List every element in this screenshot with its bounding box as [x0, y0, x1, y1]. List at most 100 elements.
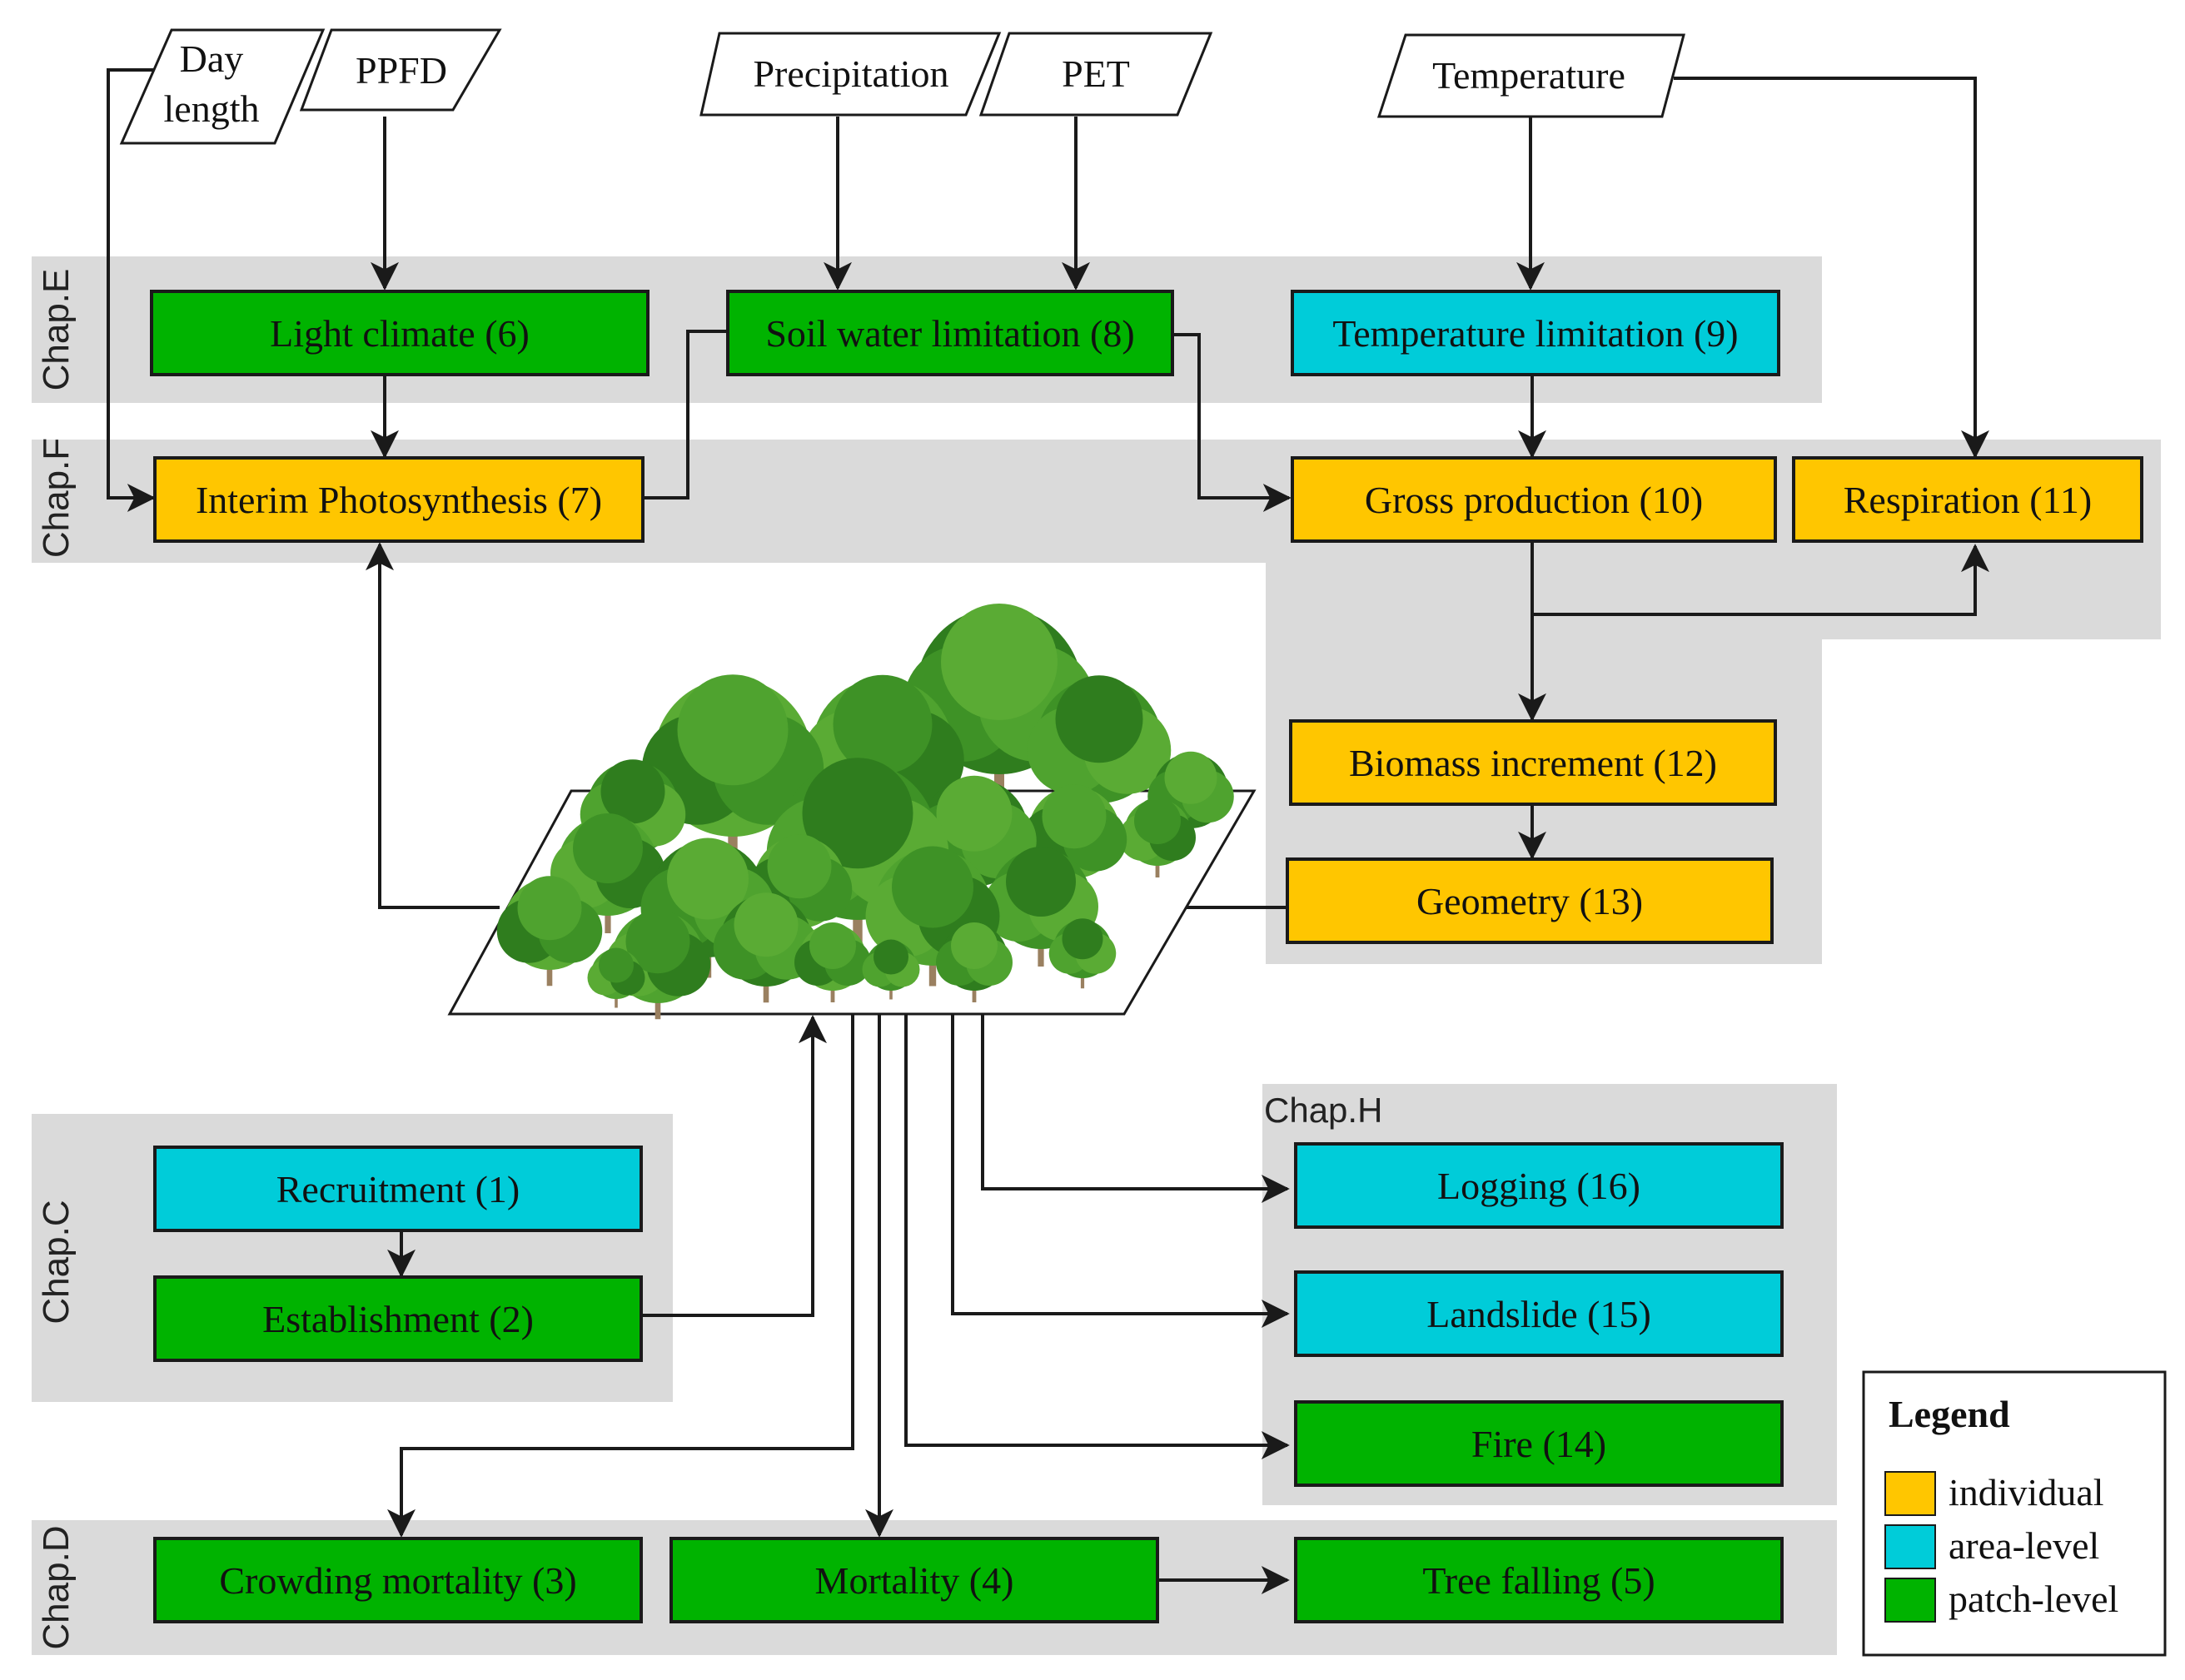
legend-swatch-individual	[1884, 1471, 1936, 1516]
arrow-forest-to-crowding	[387, 1014, 854, 1538]
arrow-daylength-to-photo	[107, 68, 157, 512]
chap-e-label: Chap.E	[36, 269, 77, 391]
arrow-forest-to-photo	[366, 542, 500, 909]
box-respiration	[1792, 456, 2143, 543]
tree-crown	[1055, 675, 1143, 763]
tree-crown	[625, 909, 690, 974]
arrow-establishment-to-forest	[641, 1015, 827, 1317]
box-establishment	[153, 1275, 643, 1362]
label-logging: Logging (16)	[1437, 1165, 1640, 1207]
chap-c-label: Chap.C	[36, 1200, 77, 1324]
chap-d-label: Chap.D	[36, 1525, 77, 1649]
input-pet	[978, 32, 1213, 117]
line-soil-to-photo	[643, 330, 728, 500]
forest-patch-illustration	[447, 604, 1257, 1020]
label-respiration: Respiration (11)	[1844, 479, 2093, 521]
input-ppfd-label: PPFD	[356, 49, 447, 92]
box-landslide	[1294, 1270, 1784, 1357]
tree-crown	[892, 846, 973, 928]
tree-crown	[1006, 847, 1076, 917]
arrow-forest-to-logging	[981, 1014, 1290, 1203]
legend-title: Legend	[1889, 1393, 2010, 1435]
tree-crown	[1042, 784, 1107, 849]
label-recruitment: Recruitment (1)	[276, 1168, 520, 1210]
label-gross-production: Gross production (10)	[1365, 479, 1703, 521]
input-pet-label: PET	[1062, 52, 1130, 95]
legend-label-individual: individual	[1949, 1471, 2104, 1513]
box-light-climate	[150, 290, 650, 376]
tree-crown	[951, 922, 998, 969]
arrow-soil-to-gross	[1172, 333, 1292, 512]
label-mortality: Mortality (4)	[815, 1559, 1014, 1602]
label-temp-limitation: Temperature limitation (9)	[1332, 312, 1738, 355]
chapter-labels: Chap.E Chap.F Chap.C Chap.D Chap.H	[36, 269, 1382, 1650]
tree-icons	[496, 604, 1234, 1020]
input-temperature-label: Temperature	[1432, 54, 1625, 97]
legend-swatch-area-level	[1884, 1524, 1936, 1569]
tree-crown	[802, 758, 913, 869]
label-interim-photo: Interim Photosynthesis (7)	[196, 479, 602, 521]
input-day-length-label-1: Day	[180, 37, 244, 80]
box-temp-limitation	[1291, 290, 1780, 376]
label-tree-falling: Tree falling (5)	[1422, 1559, 1655, 1602]
arrow-forest-to-landslide	[951, 1014, 1290, 1328]
label-crowding-mortality: Crowding mortality (3)	[219, 1559, 576, 1602]
tree-crown	[1062, 918, 1103, 960]
process-boxes	[150, 290, 2143, 1623]
box-mortality	[669, 1537, 1159, 1623]
label-establishment: Establishment (2)	[262, 1298, 534, 1340]
label-geometry: Geometry (13)	[1416, 880, 1643, 922]
box-gross-production	[1291, 456, 1777, 543]
tree-crown	[517, 876, 582, 941]
tree-crown	[734, 892, 799, 957]
input-precipitation-label: Precipitation	[753, 52, 948, 95]
tree-crown	[677, 674, 789, 786]
tree-crown	[599, 947, 634, 983]
box-crowding-mortality	[153, 1537, 643, 1623]
box-geometry	[1286, 857, 1774, 944]
tree-crown	[600, 759, 665, 824]
label-biomass-increment: Biomass increment (12)	[1349, 742, 1717, 784]
connectors	[107, 68, 1989, 1594]
tree-crown	[573, 813, 643, 883]
label-soil-water: Soil water limitation (8)	[765, 312, 1134, 355]
tree-crown	[941, 604, 1058, 720]
input-day-length-label-2: length	[164, 87, 260, 130]
box-logging	[1294, 1142, 1784, 1229]
label-light-climate: Light climate (6)	[270, 312, 530, 355]
tree-crown	[1164, 751, 1217, 804]
box-tree-falling	[1294, 1537, 1784, 1623]
tree-crown	[936, 775, 1013, 852]
tree-crown	[809, 922, 856, 969]
input-temperature	[1376, 33, 1685, 118]
chap-h-label: Chap.H	[1264, 1091, 1382, 1130]
box-fire	[1294, 1400, 1784, 1487]
box-recruitment	[153, 1146, 643, 1232]
input-ppfd	[299, 28, 502, 112]
label-fire: Fire (14)	[1471, 1423, 1606, 1465]
inputs	[119, 28, 1685, 145]
legend-swatch-patch-level	[1884, 1578, 1936, 1623]
box-biomass-increment	[1289, 719, 1777, 806]
tree-crown	[874, 939, 908, 975]
tree-crown	[1134, 798, 1181, 844]
process-labels: Light climate (6) Soil water limitation …	[196, 312, 2092, 1602]
legend: Legend individual area-level patch-level	[1862, 1370, 2167, 1657]
tree-crown	[667, 838, 749, 920]
arrow-gross-to-respiration	[1532, 544, 1989, 616]
input-precipitation	[699, 32, 1002, 117]
legend-label-area-level: area-level	[1949, 1524, 2099, 1567]
box-interim-photo	[153, 456, 645, 543]
chap-f-label: Chap.F	[36, 438, 77, 558]
arrow-forest-to-fire	[904, 1014, 1290, 1459]
input-day-length	[119, 28, 326, 145]
legend-label-patch-level: patch-level	[1949, 1578, 2118, 1620]
box-soil-water	[726, 290, 1174, 376]
input-labels: Day length PPFD Precipitation PET Temper…	[164, 37, 1625, 130]
arrow-temp-to-respiration	[1674, 77, 1989, 459]
tree-crown	[833, 674, 933, 774]
label-landslide: Landslide (15)	[1426, 1293, 1651, 1335]
tree-crown	[767, 834, 832, 899]
